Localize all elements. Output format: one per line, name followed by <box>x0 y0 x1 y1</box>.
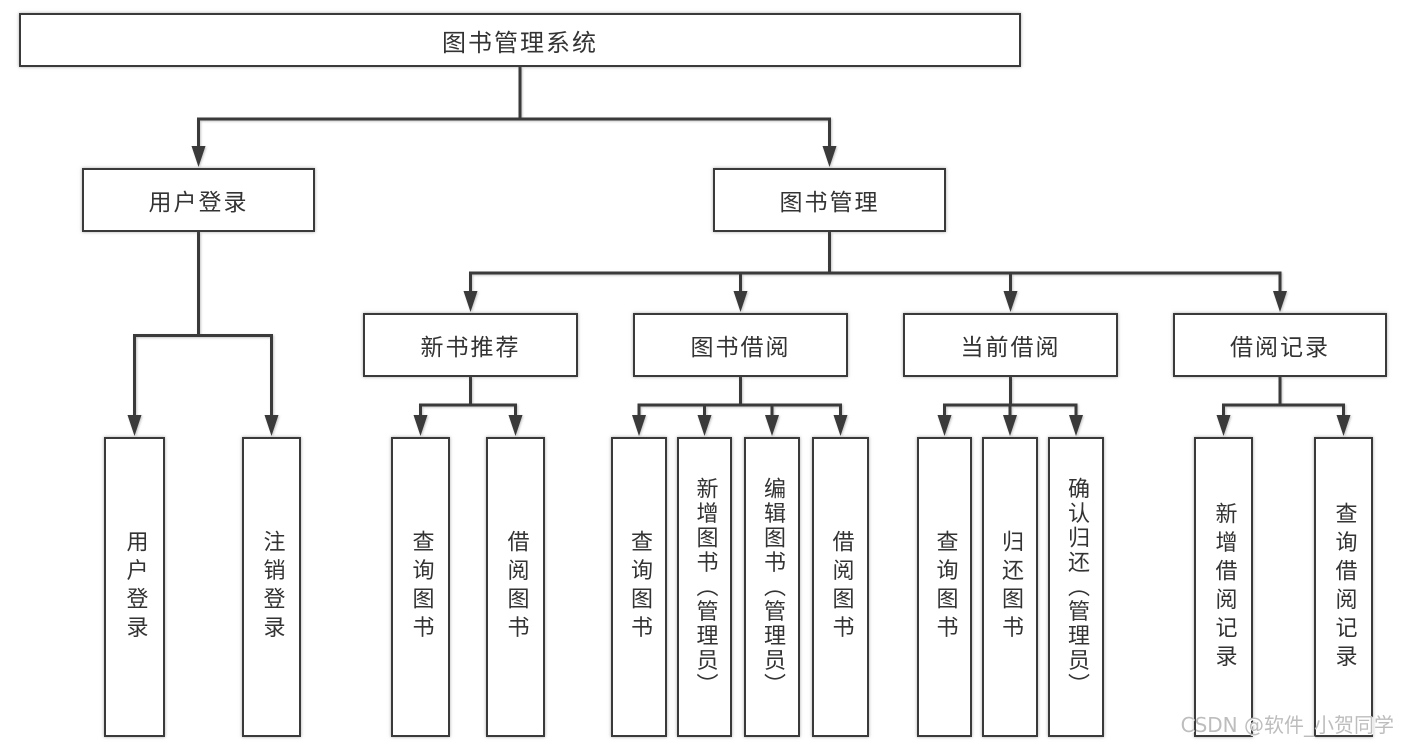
leaf-br-query-record: 查询借阅记录 <box>1314 437 1373 737</box>
node-borrow-records: 借阅记录 <box>1173 313 1387 377</box>
leaf-cb-return-books-label: 归还图书 <box>998 530 1023 644</box>
leaf-br-add-record-label: 新增借阅记录 <box>1211 501 1237 673</box>
leaf-cb-return-books: 归还图书 <box>982 437 1038 737</box>
leaf-logout: 注销登录 <box>242 437 301 737</box>
node-book-borrow-label: 图书借阅 <box>690 335 791 361</box>
node-current-borrow-label: 当前借阅 <box>960 335 1061 361</box>
connector-borrow-records <box>1216 377 1351 436</box>
node-new-books: 新书推荐 <box>363 313 578 377</box>
leaf-logout-label: 注销登录 <box>259 530 285 644</box>
node-root-label: 图书管理系统 <box>442 28 598 57</box>
node-user-login: 用户登录 <box>82 168 315 232</box>
node-root: 图书管理系统 <box>19 13 1021 67</box>
leaf-br-query-record-label: 查询借阅记录 <box>1331 501 1357 673</box>
node-borrow-records-label: 借阅记录 <box>1230 335 1330 361</box>
leaf-nb-borrow-books-label: 借阅图书 <box>503 530 529 644</box>
connector-user-login <box>127 232 279 436</box>
leaf-bb-edit-books: 编辑图书（管理员） <box>744 437 800 737</box>
leaf-nb-borrow-books: 借阅图书 <box>486 437 545 737</box>
leaf-cb-confirm-return: 确认归还（管理员） <box>1048 437 1104 737</box>
node-user-login-label: 用户登录 <box>148 190 249 216</box>
connector-book-borrow <box>632 377 848 436</box>
leaf-nb-query-books: 查询图书 <box>391 437 450 737</box>
leaf-bb-query-books: 查询图书 <box>611 437 667 737</box>
connector-book-mgmt <box>463 232 1287 312</box>
leaf-bb-add-books-label: 新增图书（管理员） <box>692 476 718 698</box>
node-book-mgmt-label: 图书管理 <box>779 190 880 216</box>
leaf-bb-query-books-label: 查询图书 <box>627 530 652 644</box>
csdn-watermark: CSDN @软件_小贺同学 <box>1180 713 1394 737</box>
connector-new-books <box>413 377 523 436</box>
leaf-bb-borrow-books-label: 借阅图书 <box>828 530 854 644</box>
leaf-bb-edit-books-label: 编辑图书（管理员） <box>760 476 785 698</box>
leaf-user-login: 用户登录 <box>104 437 165 737</box>
leaf-bb-add-books: 新增图书（管理员） <box>677 437 732 737</box>
leaf-nb-query-books-label: 查询图书 <box>408 530 434 644</box>
leaf-user-login-label: 用户登录 <box>122 530 148 644</box>
node-book-mgmt: 图书管理 <box>713 168 946 232</box>
leaf-br-add-record: 新增借阅记录 <box>1194 437 1253 737</box>
leaf-bb-borrow-books: 借阅图书 <box>812 437 869 737</box>
node-new-books-label: 新书推荐 <box>420 335 521 361</box>
leaf-cb-confirm-return-label: 确认归还（管理员） <box>1064 476 1089 698</box>
leaf-cb-query-books: 查询图书 <box>917 437 972 737</box>
connector-root <box>191 67 837 167</box>
node-current-borrow: 当前借阅 <box>903 313 1118 377</box>
connector-current-borrow <box>937 377 1083 436</box>
leaf-cb-query-books-label: 查询图书 <box>932 530 958 644</box>
node-book-borrow: 图书借阅 <box>633 313 848 377</box>
